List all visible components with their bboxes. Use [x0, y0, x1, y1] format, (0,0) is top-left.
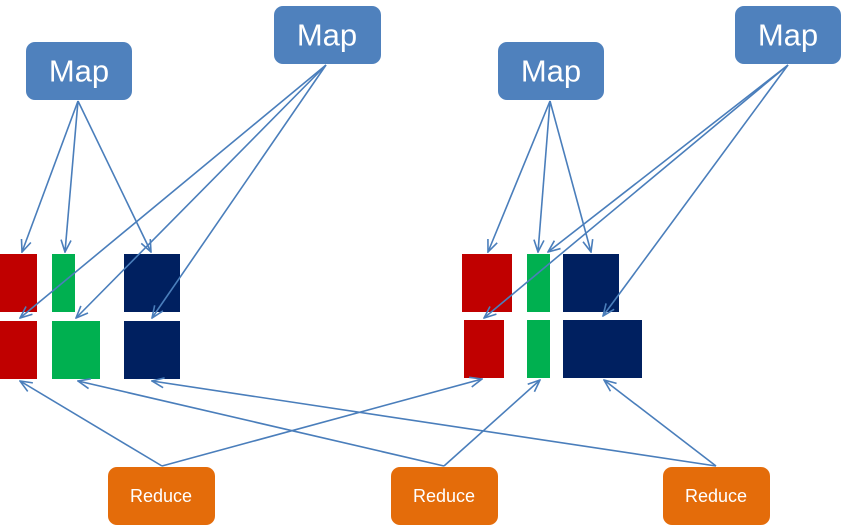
map-box-2: Map [274, 6, 381, 64]
map-box-1-label: Map [49, 54, 109, 89]
partition-left-navy-bottom [124, 321, 180, 379]
reduce-box-3: Reduce [663, 467, 770, 525]
partition-right-navy-bottom [563, 320, 642, 378]
partition-right-navy-top [563, 254, 619, 312]
arrow-reduce1-to-right-red-bottom [161, 379, 482, 467]
node-left-partitions [0, 254, 180, 379]
map-box-4: Map [735, 6, 841, 64]
arrow-map3-to-right-green-top [538, 100, 551, 252]
arrow-map3-to-right-navy-top [549, 100, 591, 252]
arrow-map2-to-left-navy-bottom [152, 64, 327, 318]
node-right-partitions [462, 254, 642, 378]
arrow-map4-to-right-green-bottom [548, 64, 789, 252]
map-box-2-label: Map [297, 18, 357, 53]
partition-right-red-top [462, 254, 512, 312]
arrow-map1-to-left-red-top [22, 100, 79, 252]
arrow-map4-to-right-red-bottom [484, 64, 789, 318]
arrow-reduce2-to-left-green-bottom [78, 381, 445, 467]
reduce-box-1-label: Reduce [130, 486, 192, 506]
partition-right-green-top [527, 254, 550, 312]
arrow-reduce3-to-right-navy-bottom [604, 380, 717, 467]
reduce-box-2-label: Reduce [413, 486, 475, 506]
partition-left-green-bottom [52, 321, 100, 379]
arrow-reduce1-to-left-red-bottom [20, 381, 163, 467]
partition-left-red-top [0, 254, 37, 312]
arrow-map4-to-right-navy-bottom [603, 64, 789, 316]
reduce-fetch-arrows [20, 379, 717, 467]
map-box-1: Map [26, 42, 132, 100]
reduce-box-3-label: Reduce [685, 486, 747, 506]
reduce-box-2: Reduce [391, 467, 498, 525]
partition-left-red-bottom [0, 321, 37, 379]
map-box-4-label: Map [758, 18, 818, 53]
map-output-arrows [20, 64, 789, 318]
partition-left-navy-top [124, 254, 180, 312]
reduce-box-1: Reduce [108, 467, 215, 525]
arrow-map2-to-left-red-bottom [20, 64, 327, 318]
partition-right-green-bottom [527, 320, 550, 378]
arrow-map1-to-left-navy-top [77, 100, 151, 252]
partition-right-red-bottom [464, 320, 504, 378]
arrow-map2-to-left-green-bottom [76, 64, 327, 318]
arrow-reduce3-to-left-navy-bottom [152, 381, 717, 467]
arrow-map1-to-left-green-top [65, 100, 79, 252]
map-box-3: Map [498, 42, 604, 100]
arrow-map3-to-right-red-top [488, 100, 551, 252]
map-box-3-label: Map [521, 54, 581, 89]
arrow-reduce2-to-right-green-bottom [443, 380, 540, 467]
